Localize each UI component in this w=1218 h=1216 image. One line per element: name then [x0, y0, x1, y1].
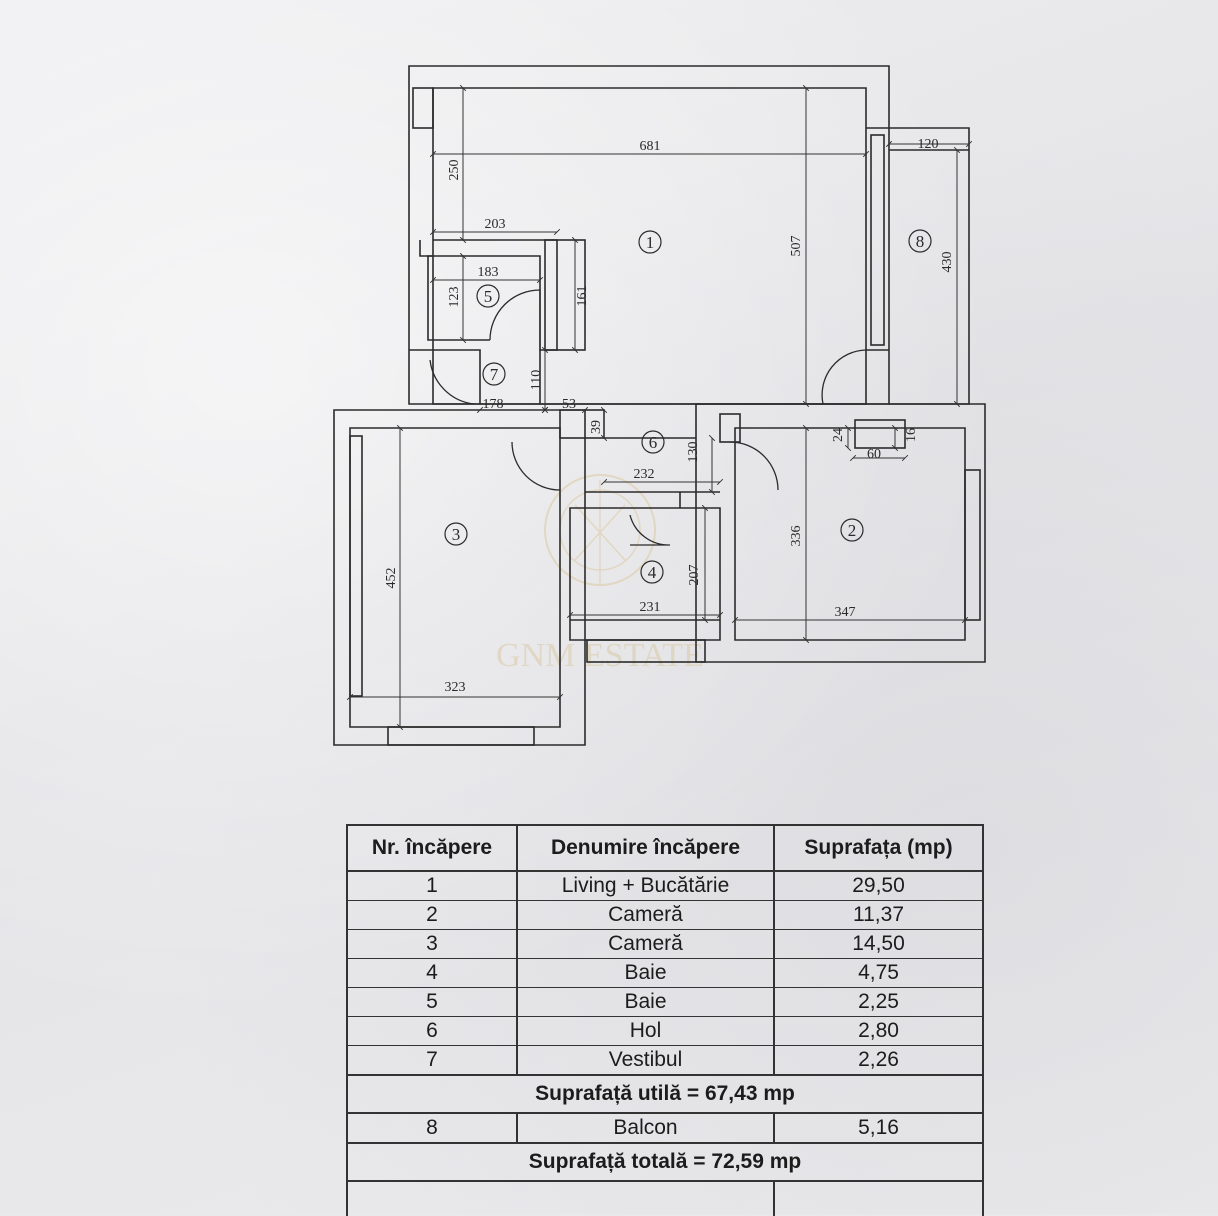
dim-vestibul-width: 178 — [483, 397, 504, 412]
cell-name: Balcon — [516, 1112, 775, 1144]
dim-bath5-outer-width: 203 — [485, 217, 506, 232]
dim-balcony-length: 430 — [940, 252, 955, 273]
room-number-2: 2 — [848, 521, 857, 540]
watermark-brand: GNM ESTATE — [496, 637, 704, 674]
cell-name: Vestibul — [516, 1045, 775, 1076]
cell-nr: 1 — [346, 870, 518, 901]
room-number-7: 7 — [490, 365, 499, 384]
dim-bath4-depth: 207 — [687, 565, 702, 586]
grand-total: Suprafață totală = 72,59 mp — [346, 1142, 984, 1182]
dim-living-depth: 507 — [789, 236, 804, 257]
dim-living-width: 681 — [640, 139, 661, 154]
dim-hall-stub: 53 — [562, 397, 576, 412]
wall-room2-outer — [695, 403, 986, 663]
cell-nr: 6 — [346, 1016, 518, 1046]
room-number-1: 1 — [646, 233, 655, 252]
cell-nr: 3 — [346, 929, 518, 959]
dim-hall-width: 232 — [634, 467, 655, 482]
table-row: 3 Cameră 14,50 — [346, 929, 984, 959]
header-room-number: Nr. încăpere — [346, 824, 518, 872]
dim-bath5-outer-depth: 250 — [447, 160, 462, 181]
wall-room2-inner — [734, 427, 966, 641]
cell-nr: 5 — [346, 987, 518, 1017]
cell-name: Baie — [516, 987, 775, 1017]
cell-area: 14,50 — [773, 929, 984, 959]
useful-area-total: Suprafață utilă = 67,43 mp — [346, 1074, 984, 1114]
room-number-6: 6 — [649, 433, 658, 452]
dim-bath5-width: 183 — [478, 265, 499, 280]
cell-name: Cameră — [516, 900, 775, 930]
dim-room2-niche-width: 60 — [867, 447, 881, 462]
dim-room2-depth: 336 — [789, 526, 804, 547]
cell-area: 2,26 — [773, 1045, 984, 1076]
cell-nr: 4 — [346, 958, 518, 988]
dim-room2-niche-d1: 24 — [831, 428, 846, 442]
cell-area: 4,75 — [773, 958, 984, 988]
dim-room3-width: 323 — [445, 680, 466, 695]
cell-area: 5,16 — [773, 1112, 984, 1144]
table-row: 2 Cameră 11,37 — [346, 900, 984, 930]
cell-name: Living + Bucătărie — [516, 870, 775, 901]
header-room-name: Denumire încăpere — [516, 824, 775, 872]
header-room-area: Suprafața (mp) — [773, 824, 984, 872]
cell-area: 11,37 — [773, 900, 984, 930]
room-area-table: Nr. încăpere Denumire încăpere Suprafața… — [346, 824, 984, 1216]
balcony-row: 8 Balcon 5,16 — [346, 1112, 984, 1144]
table-row: 7 Vestibul 2,26 — [346, 1045, 984, 1076]
dim-room3-depth: 452 — [384, 568, 399, 589]
cutoff-row — [346, 1180, 984, 1216]
dim-bath5-depth: 123 — [447, 287, 462, 308]
cell-area: 2,25 — [773, 987, 984, 1017]
cell-name: Hol — [516, 1016, 775, 1046]
floor-plan: GNM ESTATE — [333, 65, 986, 746]
table-header-row: Nr. încăpere Denumire încăpere Suprafața… — [346, 824, 984, 872]
cell-nr: 8 — [346, 1112, 518, 1144]
dim-bath5-side: 161 — [575, 286, 590, 307]
cell-area: 2,80 — [773, 1016, 984, 1046]
dim-room2-width: 347 — [835, 605, 856, 620]
dim-room2-niche-d2: 16 — [904, 428, 919, 442]
cell-name: Baie — [516, 958, 775, 988]
dim-balcony-width: 120 — [918, 137, 939, 152]
cell-nr: 7 — [346, 1045, 518, 1076]
table-row: 1 Living + Bucătărie 29,50 — [346, 870, 984, 901]
cell-name: Cameră — [516, 929, 775, 959]
useful-area-total-row: Suprafață utilă = 67,43 mp — [346, 1074, 984, 1114]
dim-bath4-width: 231 — [640, 600, 661, 615]
dim-hall-depth: 130 — [686, 442, 701, 463]
table-row: 5 Baie 2,25 — [346, 987, 984, 1017]
room-number-8: 8 — [916, 232, 925, 251]
room-number-3: 3 — [452, 525, 461, 544]
dim-vestibul-depth: 110 — [529, 370, 544, 390]
cell-nr: 2 — [346, 900, 518, 930]
table-row: 6 Hol 2,80 — [346, 1016, 984, 1046]
dim-hall-stub2: 39 — [589, 420, 604, 434]
wall-bath4 — [569, 507, 721, 641]
room-number-5: 5 — [484, 287, 493, 306]
watermark-logo: GNM ESTATE — [496, 474, 704, 674]
cell-area: 29,50 — [773, 870, 984, 901]
room-number-4: 4 — [648, 563, 657, 582]
table-row: 4 Baie 4,75 — [346, 958, 984, 988]
grand-total-row: Suprafață totală = 72,59 mp — [346, 1142, 984, 1182]
